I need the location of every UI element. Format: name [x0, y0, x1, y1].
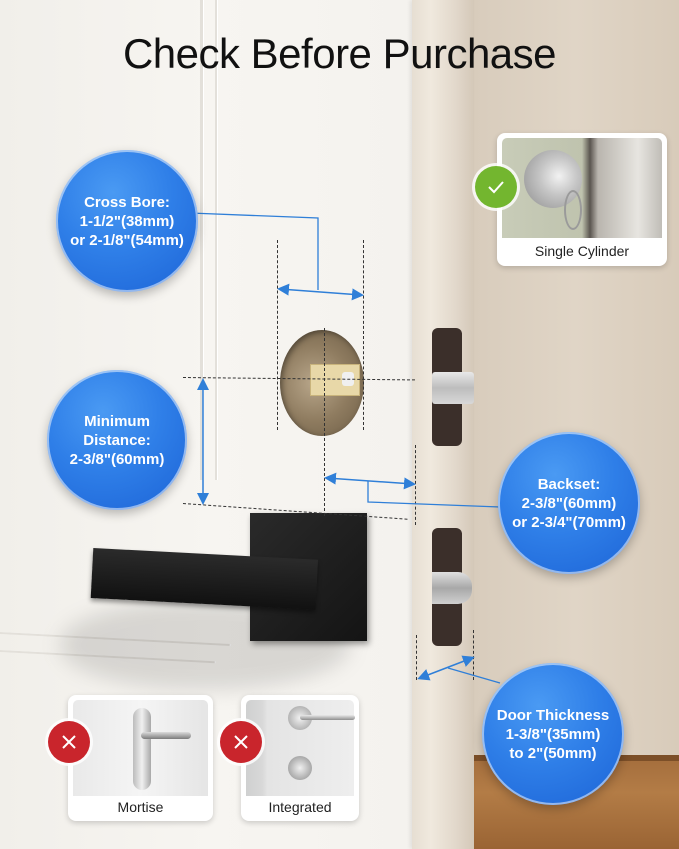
latch-bolt — [342, 372, 354, 386]
keys — [564, 190, 582, 230]
mortise-image — [73, 700, 208, 796]
backset-callout: Backset: 2-3/8"(60mm) or 2-3/4"(70mm) — [498, 432, 640, 574]
cross-bore-callout: Cross Bore: 1-1/2"(38mm) or 2-1/8"(54mm) — [56, 150, 198, 292]
single-cylinder-image — [502, 138, 662, 238]
guide-line — [416, 635, 417, 680]
mortise-plate — [133, 708, 151, 790]
integrated-thumbturn — [288, 756, 312, 780]
integrated-label: Integrated — [268, 799, 332, 815]
integrated-image — [246, 700, 355, 796]
integrated-lever — [300, 715, 355, 720]
mortise-lever — [141, 732, 191, 739]
integrated-card: Integrated — [241, 695, 359, 821]
incompatible-badge — [220, 721, 262, 763]
x-icon — [234, 735, 248, 749]
door-thickness-callout: Door Thickness 1-3/8"(35mm) to 2"(50mm) — [482, 663, 624, 805]
compatible-badge — [475, 166, 517, 208]
check-icon — [488, 181, 504, 194]
single-cylinder-card: Single Cylinder — [497, 133, 667, 266]
door-molding — [215, 0, 217, 480]
deadbolt-bolt — [432, 372, 474, 404]
mortise-card: Mortise — [68, 695, 213, 821]
door-molding — [200, 0, 203, 480]
door-thickness-text: Door Thickness 1-3/8"(35mm) to 2"(50mm) — [496, 706, 610, 762]
incompatible-badge — [48, 721, 90, 763]
page-title: Check Before Purchase — [122, 30, 557, 77]
guide-line — [473, 630, 474, 680]
minimum-distance-text: Minimum Distance: 2-3/8"(60mm) — [69, 412, 165, 468]
minimum-distance-callout: Minimum Distance: 2-3/8"(60mm) — [47, 370, 187, 510]
x-icon — [62, 735, 76, 749]
guide-line — [324, 328, 325, 516]
cross-bore-hole — [280, 330, 364, 436]
guide-line — [277, 240, 278, 430]
single-cylinder-label: Single Cylinder — [534, 243, 630, 259]
latch-bolt-bottom — [432, 572, 472, 604]
cross-bore-text: Cross Bore: 1-1/2"(38mm) or 2-1/8"(54mm) — [70, 193, 184, 249]
backset-text: Backset: 2-3/8"(60mm) or 2-3/4"(70mm) — [512, 475, 626, 531]
guide-line — [363, 240, 364, 430]
mortise-label: Mortise — [117, 799, 164, 815]
